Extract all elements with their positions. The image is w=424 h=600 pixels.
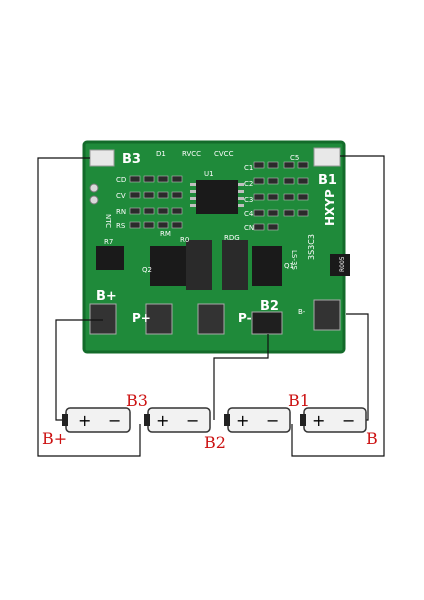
silk-cvcc: CVCC	[214, 150, 234, 158]
ntc-hole-1	[89, 183, 99, 193]
silk-b1: B1	[318, 173, 337, 188]
silk-u1: U1	[204, 170, 214, 178]
annotation-b3: B3	[126, 391, 148, 410]
cell-4-neg: −	[342, 411, 355, 430]
silk-vertical-code: LS-3S	[290, 250, 298, 270]
annotations: B3 B1 B2 B+ B	[42, 391, 378, 452]
silk-b2: B2	[260, 299, 279, 314]
wiring	[37, 155, 385, 457]
mosfet-q2	[150, 246, 186, 286]
silk-b-plus: B+	[96, 289, 117, 304]
bottom-pads	[89, 299, 341, 335]
cell-3-pos: +	[236, 411, 249, 430]
cell-1-neg: −	[108, 411, 121, 430]
control-ic	[196, 180, 238, 214]
cell-4-pos: +	[312, 411, 325, 430]
cell-1-pos: +	[78, 411, 91, 430]
wire-b-minus-pad	[346, 313, 369, 421]
wire-loop-left	[60, 424, 141, 457]
annotation-b2: B2	[204, 433, 226, 452]
wire-b1-right	[340, 155, 385, 457]
smd-array-right	[253, 161, 309, 231]
silk-q2: Q2	[142, 266, 152, 274]
wire-b3-to-b-plus	[37, 157, 90, 457]
cell-2: + −	[144, 407, 211, 433]
silk-rn: RN	[116, 208, 126, 216]
silk-r7: R7	[104, 238, 113, 246]
mosfet-center-right	[222, 240, 248, 290]
silk-p-plus: P+	[132, 311, 151, 325]
silk-rm: RM	[160, 230, 171, 238]
pad-p-plus	[145, 303, 173, 335]
silk-brand: HXYP	[323, 189, 337, 226]
annotation-b-plus: B+	[42, 429, 67, 448]
silk-ntc: NTC	[104, 214, 112, 228]
pad-b2	[251, 311, 283, 335]
silk-c5: C5	[290, 154, 299, 162]
silk-c2: C2	[244, 180, 253, 188]
silk-d1: D1	[156, 150, 166, 158]
silk-rs: RS	[116, 222, 126, 230]
battery-cells: + − + − + − + −	[62, 407, 367, 433]
silk-cv: CV	[116, 192, 126, 200]
silk-cn: CN	[244, 224, 254, 232]
pad-b-minus	[313, 299, 341, 331]
pcb-board: B3 B1 B2 B+ P+ P- B- D1 RVCC CVCC U1 CD …	[82, 140, 350, 354]
annotation-b-minus: B	[366, 429, 378, 448]
silk-b3: B3	[122, 152, 141, 167]
pad-b3-connector	[89, 149, 115, 167]
cell-1: + −	[62, 407, 131, 433]
silk-rvcc: RVCC	[182, 150, 201, 158]
mosfet-r7	[96, 246, 124, 270]
silk-b-minus-small: B-	[298, 308, 306, 316]
pcb-edge	[82, 140, 346, 354]
silk-cd: CD	[116, 176, 126, 184]
wire-b-plus-pad	[55, 319, 103, 421]
cell-3: + −	[224, 407, 291, 433]
silk-rdg: RDG	[224, 234, 240, 242]
smd-array-left	[129, 175, 183, 229]
cell-2-neg: −	[186, 411, 199, 430]
cell-4: + −	[300, 407, 367, 433]
pad-b-plus	[89, 303, 117, 335]
ntc-hole-2	[89, 195, 99, 205]
silk-q1: Q1	[284, 262, 294, 270]
cell-3-neg: −	[266, 411, 279, 430]
shunt-resistor	[330, 254, 350, 276]
mosfet-q1	[252, 246, 282, 286]
cell-2-pos: +	[156, 411, 169, 430]
wire-loop-right	[291, 424, 368, 457]
pad-middle	[197, 303, 225, 335]
silk-c4: C4	[244, 210, 254, 218]
silk-p-minus: P-	[238, 311, 252, 325]
silk-r0: R0	[180, 236, 189, 244]
pad-b1-connector	[313, 147, 341, 167]
annotation-b1: B1	[288, 391, 310, 410]
silk-shunt: R005	[339, 256, 346, 272]
silk-c1: C1	[244, 164, 253, 172]
silk-c3: C3	[244, 196, 253, 204]
wire-b2-pad	[213, 334, 269, 420]
silk-model: 3S3C3	[307, 234, 316, 260]
mosfet-center-left	[186, 240, 212, 290]
